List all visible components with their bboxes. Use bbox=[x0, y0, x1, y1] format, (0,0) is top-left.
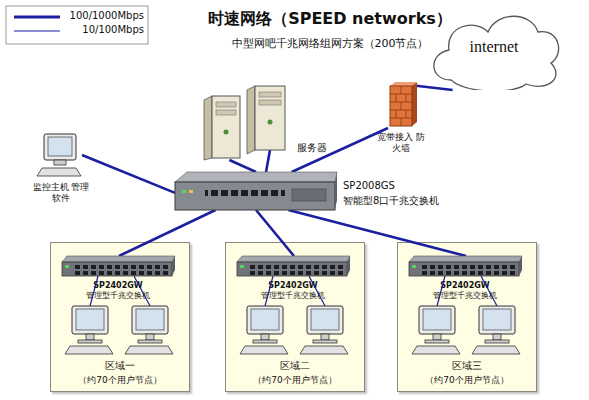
server-node: 服务器 bbox=[203, 82, 291, 160]
legend-entry: 10/100Mbps bbox=[10, 23, 144, 37]
node-text: 监控主机 管理软件 bbox=[30, 182, 92, 204]
firewall-node: 宽带接入 防火墙 bbox=[388, 84, 414, 128]
legend-entry: 100/1000Mbps bbox=[10, 9, 144, 23]
network-link bbox=[119, 210, 216, 256]
node-text: SP2008GS bbox=[343, 180, 395, 192]
network-link bbox=[288, 210, 466, 256]
subtitle-label: 中型网吧千兆网络组网方案（200节点） bbox=[180, 36, 480, 51]
node-text: （约70个用户节点） bbox=[398, 375, 536, 386]
node-text: SP2402GW bbox=[62, 281, 174, 291]
network-link bbox=[292, 128, 388, 172]
core-switch-node: SP2008GS智能型8口千兆交换机 bbox=[175, 172, 337, 210]
node-text: 宽带接入 防火墙 bbox=[377, 132, 425, 154]
node-text: 区域二 bbox=[226, 360, 364, 372]
area-switch-node: SP2402GW管理型千兆交换机 bbox=[237, 256, 351, 278]
area-switch-node: SP2402GW管理型千兆交换机 bbox=[409, 256, 523, 278]
node-text: 区域一 bbox=[51, 360, 189, 372]
node-text: 管理型千兆交换机 bbox=[62, 291, 174, 301]
node-text: SP2402GW bbox=[409, 281, 521, 291]
node-text: 智能型8口千兆交换机 bbox=[343, 195, 439, 207]
legend-sample bbox=[12, 23, 62, 37]
core-switch-icon bbox=[175, 172, 337, 210]
server-icon bbox=[204, 86, 285, 160]
firewall-icon bbox=[390, 82, 417, 126]
node-text: 管理型千兆交换机 bbox=[409, 291, 521, 301]
legend-text: 100/1000Mbps bbox=[70, 10, 144, 21]
node-text: （约70个用户节点） bbox=[51, 375, 189, 386]
legend-line bbox=[14, 30, 60, 31]
legend-box bbox=[6, 6, 148, 44]
network-link bbox=[229, 160, 256, 172]
cloud-node: internet bbox=[425, 8, 563, 90]
node-text: internet bbox=[425, 37, 563, 56]
legend-text: 10/100Mbps bbox=[82, 24, 144, 35]
node-text: 区域三 bbox=[398, 360, 536, 372]
server-wire bbox=[266, 150, 270, 172]
network-link bbox=[401, 84, 453, 90]
area-switch-node: SP2402GW管理型千兆交换机 bbox=[62, 256, 176, 278]
network-link bbox=[256, 210, 294, 256]
monitor-host-icon bbox=[37, 134, 81, 176]
node-text: 管理型千兆交换机 bbox=[237, 291, 349, 301]
monitor-host-node: 监控主机 管理软件 bbox=[40, 132, 82, 178]
node-text: 服务器 bbox=[297, 142, 327, 154]
area-box: 区域三 （约70个用户节点） SP2402GW管理型千兆交换机 bbox=[397, 242, 537, 392]
node-text: SP2402GW bbox=[237, 281, 349, 291]
node-text: （约70个用户节点） bbox=[226, 375, 364, 386]
network-link bbox=[82, 155, 175, 193]
legend-sample bbox=[12, 9, 62, 23]
diagram-title: 时速网络（SPEED networks） bbox=[180, 9, 480, 30]
area-box: 区域一 （约70个用户节点） SP2402GW管理型千兆交换机 bbox=[50, 242, 190, 392]
legend-line bbox=[14, 16, 60, 19]
area-box: 区域二 （约70个用户节点） SP2402GW管理型千兆交换机 bbox=[225, 242, 365, 392]
